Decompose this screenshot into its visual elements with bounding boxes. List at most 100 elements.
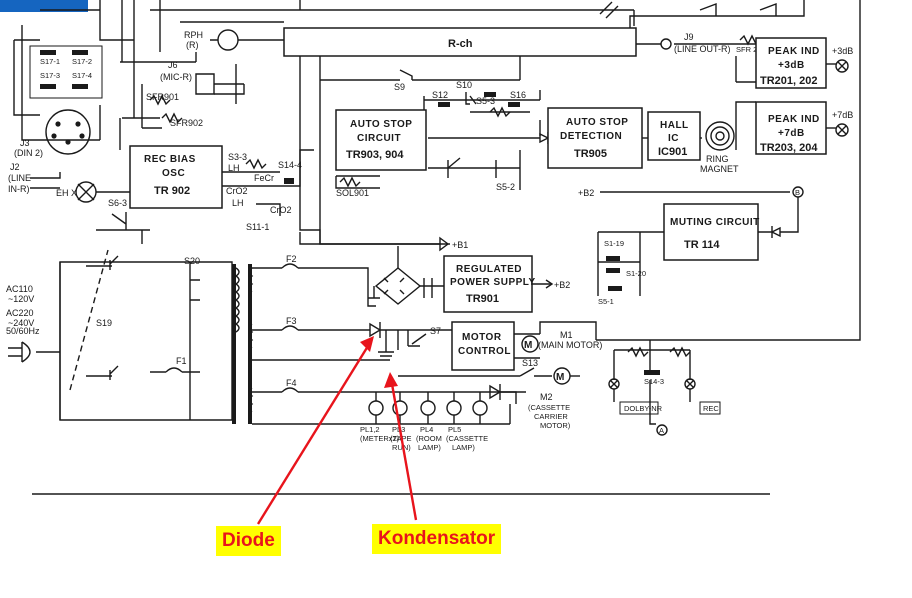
motor-control-block	[451, 321, 515, 371]
svg-text:S5-1: S5-1	[598, 297, 614, 306]
svg-text:(LINE OUT-R): (LINE OUT-R)	[674, 44, 731, 54]
svg-text:(MAIN MOTOR): (MAIN MOTOR)	[538, 340, 602, 350]
b2-rail: +B2 B	[578, 186, 804, 238]
f3-motor-rail: F3 S7	[252, 316, 452, 361]
svg-text:+B2: +B2	[578, 188, 594, 198]
svg-text:PL5: PL5	[448, 425, 461, 434]
svg-text:(LINE: (LINE	[8, 173, 31, 183]
svg-text:AC220: AC220	[6, 308, 34, 318]
svg-text:SFR 201: SFR 201	[736, 45, 766, 54]
b2-out-arrow	[545, 279, 554, 289]
svg-text:S20: S20	[184, 256, 200, 266]
svg-text:AC110: AC110	[6, 284, 33, 294]
rec-bias-line1: REC BIAS	[144, 154, 196, 165]
svg-text:CrO2: CrO2	[226, 186, 248, 196]
svg-text:S1-20: S1-20	[626, 269, 646, 278]
svg-text:RUN): RUN)	[392, 443, 411, 452]
svg-text:J9: J9	[684, 32, 694, 42]
svg-text:PEAK IND: PEAK IND	[768, 46, 820, 57]
svg-text:S9: S9	[394, 82, 405, 92]
svg-text:REGULATED: REGULATED	[456, 264, 522, 275]
svg-text:F1: F1	[176, 356, 187, 366]
svg-text:(CASSETTE: (CASSETTE	[528, 403, 570, 412]
svg-text:TR 114: TR 114	[684, 239, 720, 251]
svg-text:+7dB: +7dB	[832, 110, 853, 120]
rec-bias-line2: OSC	[162, 168, 185, 179]
svg-text:+B1: +B1	[452, 240, 468, 250]
svg-text:F2: F2	[286, 254, 297, 264]
switches-s9-s16: S9 S10 S12 S5-3 S16	[394, 80, 526, 107]
muting-circuit-block	[663, 203, 759, 261]
svg-text:TR903, 904: TR903, 904	[346, 149, 404, 161]
svg-text:S12: S12	[432, 90, 448, 100]
svg-text:S1-19: S1-19	[604, 239, 624, 248]
svg-text:SFR901: SFR901	[146, 92, 179, 102]
svg-text:FeCr: FeCr	[254, 173, 274, 183]
top-wiring	[13, 0, 805, 150]
window-corner-accent	[0, 0, 88, 12]
svg-text:CARRIER: CARRIER	[534, 412, 568, 421]
svg-text:S11-1: S11-1	[246, 222, 269, 232]
transformer	[232, 264, 254, 424]
svg-text:S10: S10	[456, 80, 472, 90]
svg-text:M2: M2	[540, 392, 553, 402]
svg-text:MUTING CIRCUIT: MUTING CIRCUIT	[670, 217, 760, 228]
main-motor: M M1 (MAIN MOTOR)	[514, 321, 602, 359]
auto-stop-detection-block	[547, 107, 643, 169]
auto-stop-circuit-block	[335, 109, 427, 171]
dolby-rec-indicators: S14-3 DOLBY-NR REC A	[608, 340, 721, 436]
svg-text:F4: F4	[286, 378, 297, 388]
svg-text:EH X: EH X	[56, 188, 77, 198]
svg-text:CrO2: CrO2	[270, 205, 292, 215]
svg-text:S19: S19	[96, 318, 112, 328]
svg-text:+3dB: +3dB	[778, 60, 805, 71]
svg-text:REC: REC	[703, 404, 719, 413]
svg-text:PL1,2: PL1,2	[360, 425, 380, 434]
s5-2-label: S5-2	[496, 182, 515, 192]
svg-text:S17-3: S17-3	[40, 71, 60, 80]
sol901-label: SOL901	[336, 188, 369, 198]
j2-line-in: J2 (LINE IN-R)	[8, 162, 61, 194]
svg-text:(ROOM: (ROOM	[416, 434, 442, 443]
svg-text:LH: LH	[232, 198, 244, 208]
svg-text:S7: S7	[430, 326, 441, 336]
svg-text:(DIN 2): (DIN 2)	[14, 148, 43, 158]
j3-din-jack: J3 (DIN 2)	[14, 109, 91, 158]
f4-lamps-rail: F4 PL1,2 (METERx2) PL3 (TAPE RUN) PL4 (R…	[252, 378, 571, 452]
svg-text:J6: J6	[168, 60, 178, 70]
svg-text:(R): (R)	[186, 40, 199, 50]
svg-text:IC901: IC901	[658, 146, 687, 158]
kondensator-callout: Kondensator	[372, 524, 502, 554]
regulated-power-supply-block	[443, 255, 533, 313]
svg-text:(MIC-R): (MIC-R)	[160, 72, 192, 82]
svg-text:RING: RING	[706, 154, 729, 164]
svg-text:LAMP): LAMP)	[418, 443, 441, 452]
svg-text:TR201, 202: TR201, 202	[760, 75, 817, 87]
svg-text:TR203, 204: TR203, 204	[760, 142, 818, 154]
svg-text:(METERx2): (METERx2)	[360, 434, 400, 443]
svg-text:LH: LH	[228, 163, 240, 173]
svg-text:S14-3: S14-3	[644, 377, 664, 386]
rec-bias-block	[129, 145, 223, 209]
hall-ic-block	[647, 111, 701, 161]
svg-text:S14-4: S14-4	[278, 160, 302, 170]
svg-text:S13: S13	[522, 358, 538, 368]
svg-text:LAMP): LAMP)	[452, 443, 475, 452]
svg-text:AUTO STOP: AUTO STOP	[566, 117, 628, 128]
svg-text:+3dB: +3dB	[832, 46, 853, 56]
svg-text:HALL: HALL	[660, 120, 689, 131]
diode-callout: Diode	[216, 526, 281, 556]
peak-leds: +3dB +7dB	[596, 0, 861, 341]
svg-text:S3-3: S3-3	[228, 152, 247, 162]
svg-text:S6-3: S6-3	[108, 198, 127, 208]
f2-rail: F2	[252, 246, 444, 307]
svg-text:POWER SUPPLY: POWER SUPPLY	[450, 277, 536, 288]
svg-text:+7dB: +7dB	[778, 128, 805, 139]
svg-text:PL4: PL4	[420, 425, 433, 434]
svg-text:CONTROL: CONTROL	[458, 346, 511, 357]
svg-text:S17-1: S17-1	[40, 57, 60, 66]
svg-text:SFR902: SFR902	[170, 118, 203, 128]
rec-bias-line3: TR 902	[154, 185, 190, 197]
rch-label: R-ch	[448, 38, 473, 50]
